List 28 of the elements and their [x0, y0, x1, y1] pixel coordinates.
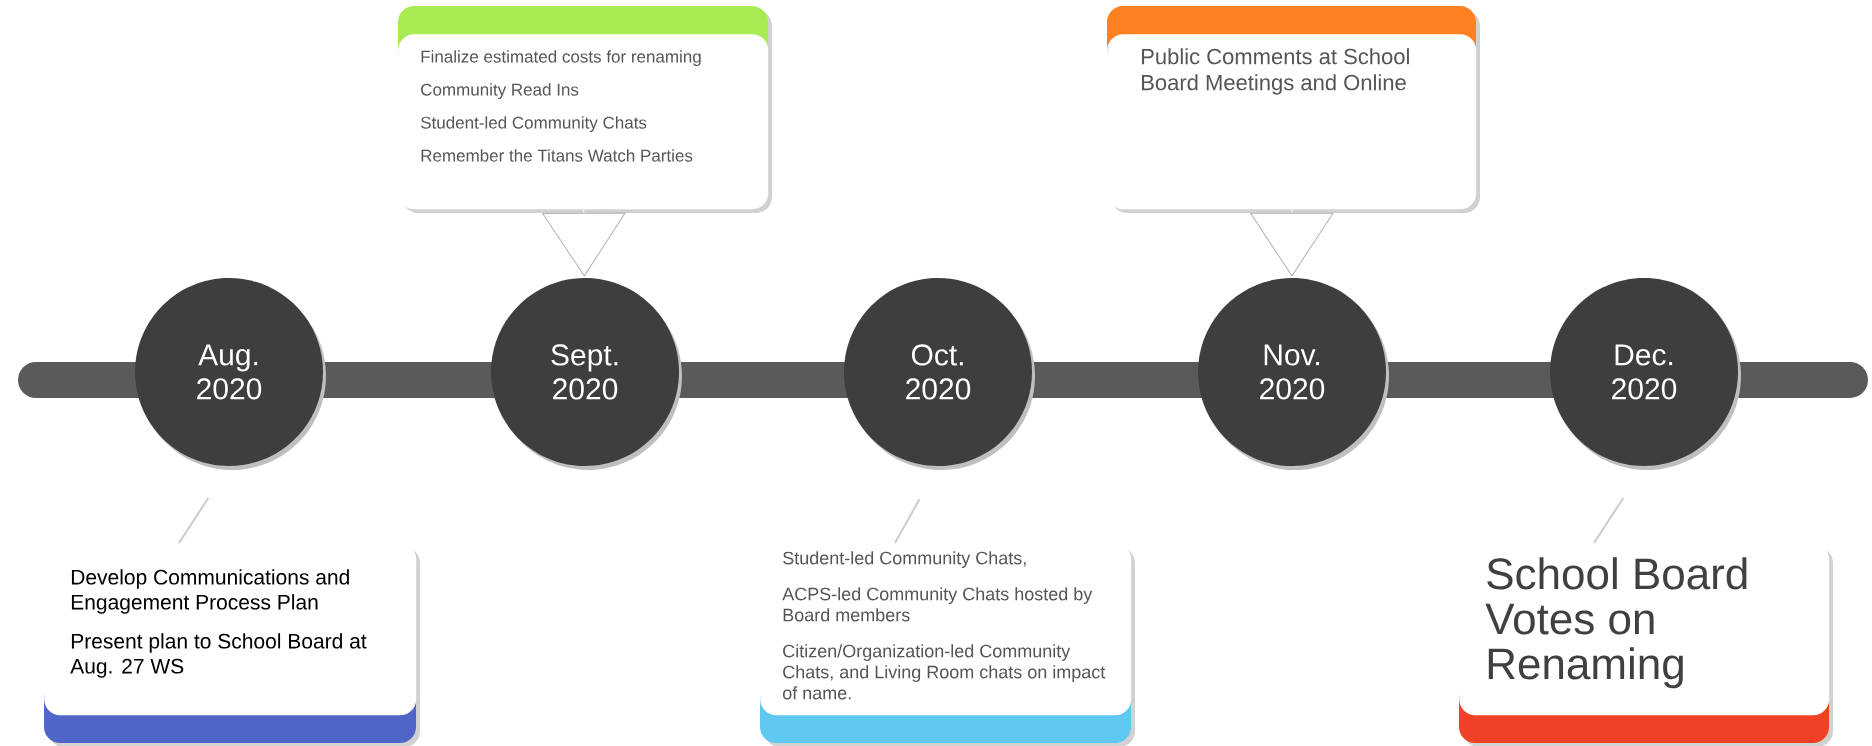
date-circle [1550, 278, 1741, 470]
date-circle [1198, 278, 1389, 470]
callout-text: School Board Votes on Renaming [1485, 557, 1747, 689]
date-label: Sept. 2020 [551, 344, 618, 400]
callout-text: Citizen/Organization-led Community Chats, and Living Room chats on impact of name. [782, 644, 1106, 700]
callout-text: Public Comments at School Board Meetings and Online [1142, 48, 1409, 95]
callout-text: Remember the Titans Watch Parties [421, 149, 693, 162]
leader-line [178, 497, 210, 544]
callout-text: Finalize estimated costs for renaming [421, 50, 701, 67]
callout-box [398, 6, 772, 213]
callout-box [1107, 6, 1480, 213]
callout-text: Student-led Community Chats, [783, 551, 1026, 568]
date-circle [491, 278, 682, 470]
callout-text: Community Read Ins [421, 83, 579, 100]
date-circle [135, 278, 326, 470]
leader-line [1593, 497, 1625, 544]
date-label: Aug. 2020 [197, 344, 262, 400]
callout-text: Develop Communications and Engagement Process Plan [71, 569, 349, 614]
date-label: Dec. 2020 [1612, 344, 1677, 400]
callout-text: Present plan to School Board at Aug. 27 WS [70, 633, 367, 678]
date-circle [844, 278, 1035, 470]
callout-text: Student-led Community Chats [421, 116, 647, 133]
leader-line [894, 498, 921, 544]
callout-pointer [542, 208, 626, 277]
date-label: Nov. 2020 [1260, 344, 1325, 400]
callout-pointer [1250, 208, 1334, 277]
date-label: Oct. 2020 [906, 344, 971, 400]
callout-text: ACPS-led Community Chats hosted by Board members [782, 587, 1093, 622]
